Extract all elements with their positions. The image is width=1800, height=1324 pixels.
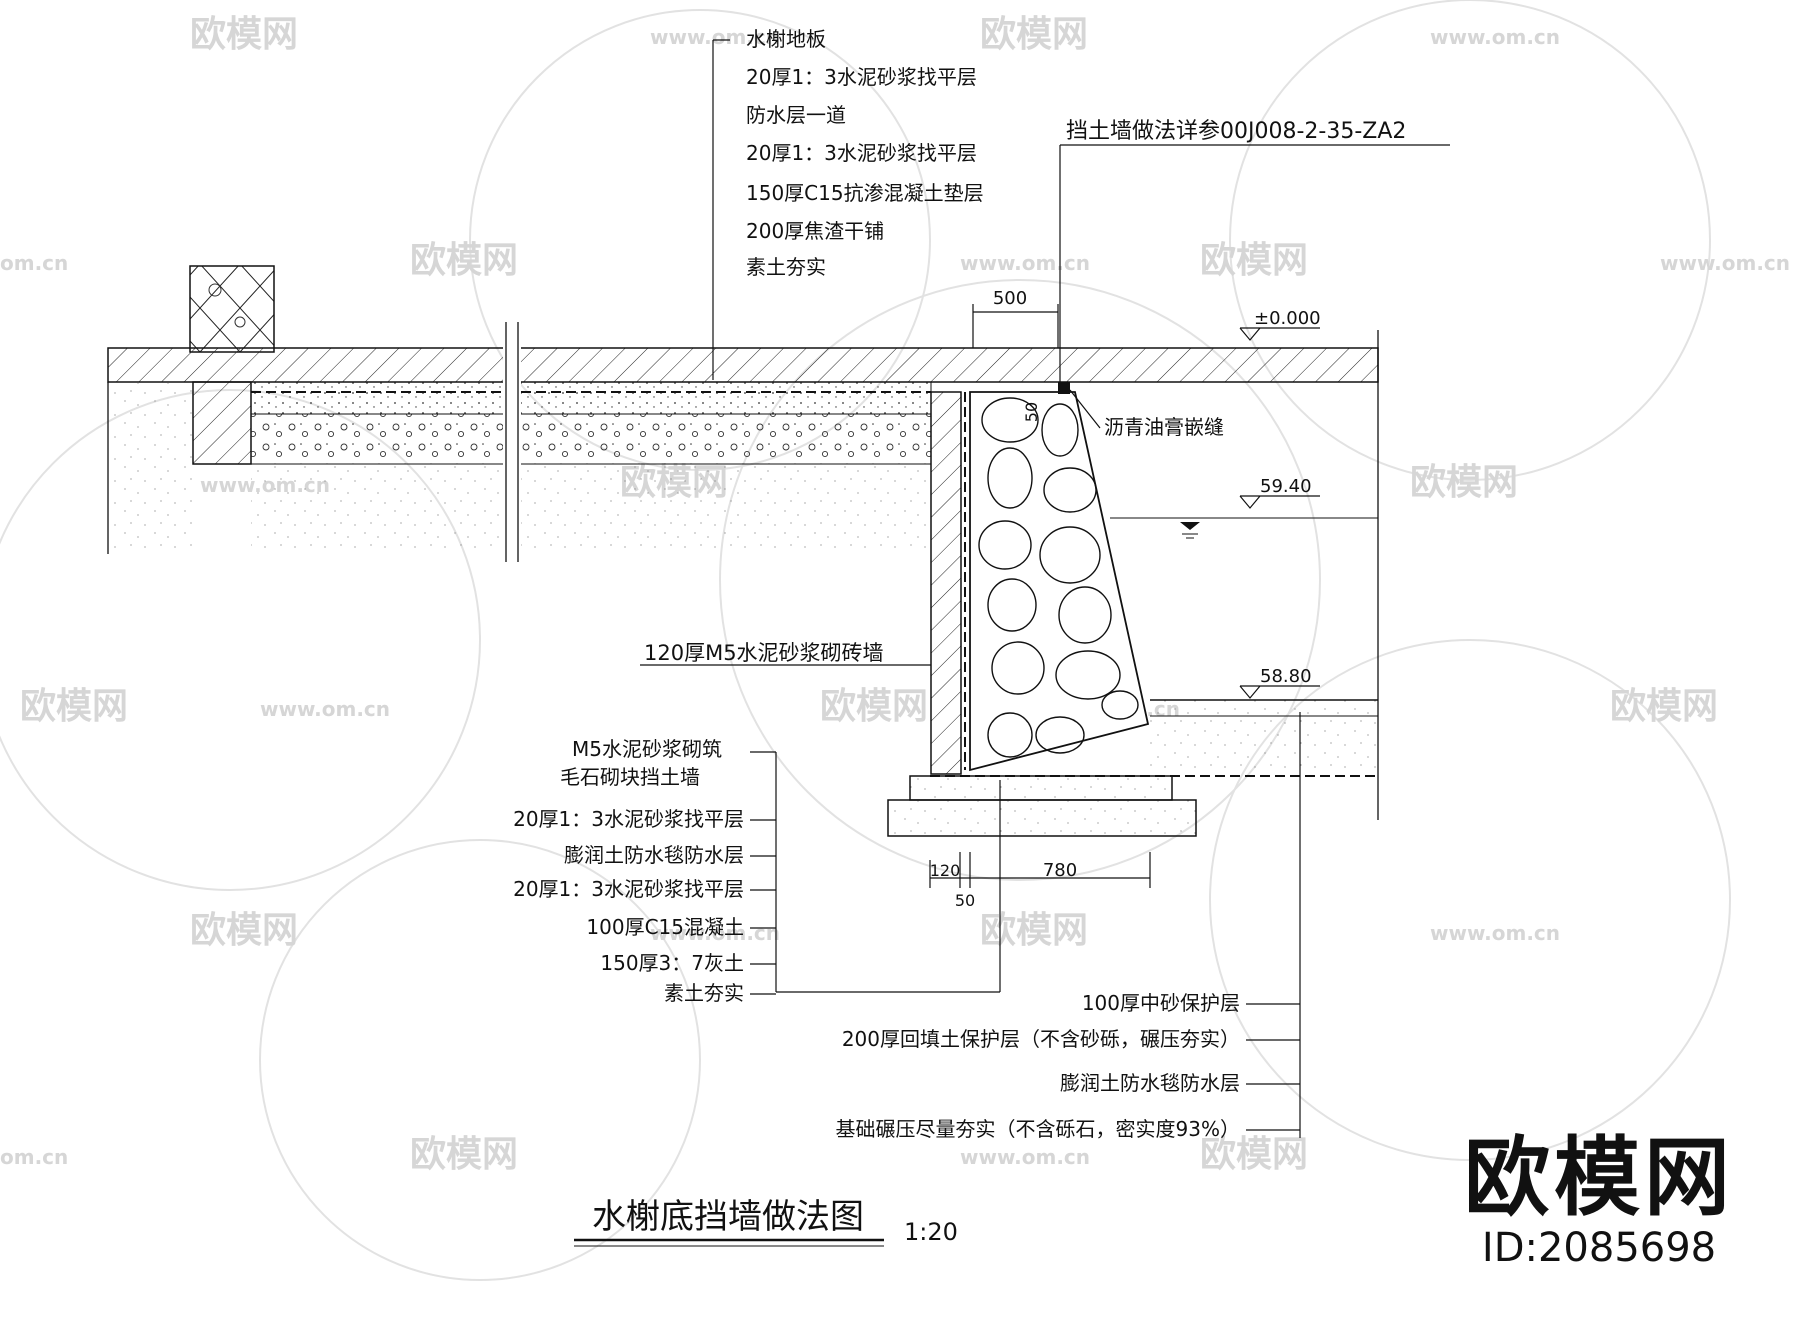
bl-layer-6: 100厚C15混凝土 [586,915,744,939]
br-layer-1: 100厚中砂保护层 [1082,991,1240,1015]
bl-layer-4: 膨润土防水毯防水层 [564,843,744,867]
watermark-url: www.om.cn [1430,921,1560,945]
watermark-logo: 欧模网 [1200,1134,1308,1175]
watermark-url: www.om.cn [260,697,390,721]
level-marks [1239,327,1320,699]
brick-wall-label: 120厚M5水泥砂浆砌砖墙 [644,641,884,665]
brand-id: ID:2085698 [1481,1225,1717,1271]
bottom-left-callout: M5水泥砂浆砌筑 毛石砌块挡土墙 20厚1：3水泥砂浆找平层 膨润土防水毯防水层… [513,737,744,1005]
top-layer-7: 素土夯实 [746,255,826,279]
rubble-stones [978,397,1139,758]
watermark-logo: 欧模网 [410,240,518,281]
retaining-wall [930,382,1150,775]
watermark-logo: 欧模网 [1200,240,1308,281]
watermark-logo: 欧模网 [980,910,1088,951]
watermark-url: www.om.cn [1430,25,1560,49]
watermark-logo: 欧模网 [980,14,1088,55]
bl-layer-2: 毛石砌块挡土墙 [560,765,700,789]
top-callout: 水榭地板 20厚1：3水泥砂浆找平层 防水层一道 20厚1：3水泥砂浆找平层 1… [746,27,984,279]
bl-layer-8: 素土夯实 [664,981,744,1005]
watermark-url: www.om.cn [650,921,780,945]
watermark-url: www.om.cn [960,251,1090,275]
bl-layer-5: 20厚1：3水泥砂浆找平层 [513,877,744,901]
drawing-scale: 1:20 [904,1218,958,1246]
retaining-reference: 挡土墙做法详参00J008-2-35-ZA2 [1066,119,1406,144]
watermark-url: www.om.cn [1660,251,1790,275]
br-layer-4: 基础碾压尽量夯实（不含砾石，密实度93%） [836,1117,1240,1141]
footing [887,775,1378,837]
pool-bottom [1110,517,1378,774]
bl-layer-1: M5水泥砂浆砌筑 [572,737,722,761]
watermark-url: om.cn [0,1145,68,1169]
bottom-right-callout: 100厚中砂保护层 200厚回填土保护层（不含砂砾，碾压夯实） 膨润土防水毯防水… [836,991,1240,1141]
watermark-logo: 欧模网 [1610,686,1718,727]
top-layer-2: 20厚1：3水泥砂浆找平层 [746,65,977,89]
watermark-logo: 欧模网 [190,910,298,951]
br-leader-ticks [1246,1003,1300,1131]
watermark-logo: 欧模网 [1410,462,1518,503]
top-layer-4: 20厚1：3水泥砂浆找平层 [746,141,977,165]
watermark-logo: 欧模网 [20,686,128,727]
bl-layer-3: 20厚1：3水泥砂浆找平层 [513,807,744,831]
bl-layer-7: 150厚3：7灰土 [600,951,744,975]
watermark-url: www.om.cn [650,25,780,49]
dim-top-offset: 500 [993,288,1027,309]
level-top: ±0.000 [1254,308,1321,329]
asphalt-label: 沥青油膏嵌缝 [1104,415,1224,439]
watermark-logo: 欧模网 [410,1134,518,1175]
dim-joint: 50 [1022,402,1041,422]
watermark-url: om.cn [0,251,68,275]
floor-slab [107,265,1379,820]
top-layer-6: 200厚焦渣干铺 [746,219,884,243]
dim-wall-thk: 120 [930,861,961,880]
brand-name: 欧模网 [1464,1128,1734,1228]
top-layer-5: 150厚C15抗渗混凝土垫层 [746,181,984,205]
bl-leader-ticks [750,751,776,995]
br-layer-2: 200厚回填土保护层（不含砂砾，碾压夯实） [842,1027,1240,1051]
watermark-logo: 欧模网 [820,686,928,727]
dimension-lines [929,304,1151,888]
leader-lines [640,39,1450,1138]
br-layer-3: 膨润土防水毯防水层 [1060,1071,1240,1095]
level-water: 59.40 [1260,476,1312,497]
top-layer-3: 防水层一道 [746,103,846,127]
top-layer-1: 水榭地板 [746,27,826,51]
dim-footing: 780 [1043,860,1077,881]
watermark-logo: 欧模网 [190,14,298,55]
watermark-url: www.om.cn [960,1145,1090,1169]
drawing-title: 水榭底挡墙做法图 [592,1197,864,1237]
level-bottom: 58.80 [1260,666,1312,687]
brand-block: 欧模网 ID:2085698 [1464,1132,1734,1272]
dim-gap: 50 [955,891,975,910]
